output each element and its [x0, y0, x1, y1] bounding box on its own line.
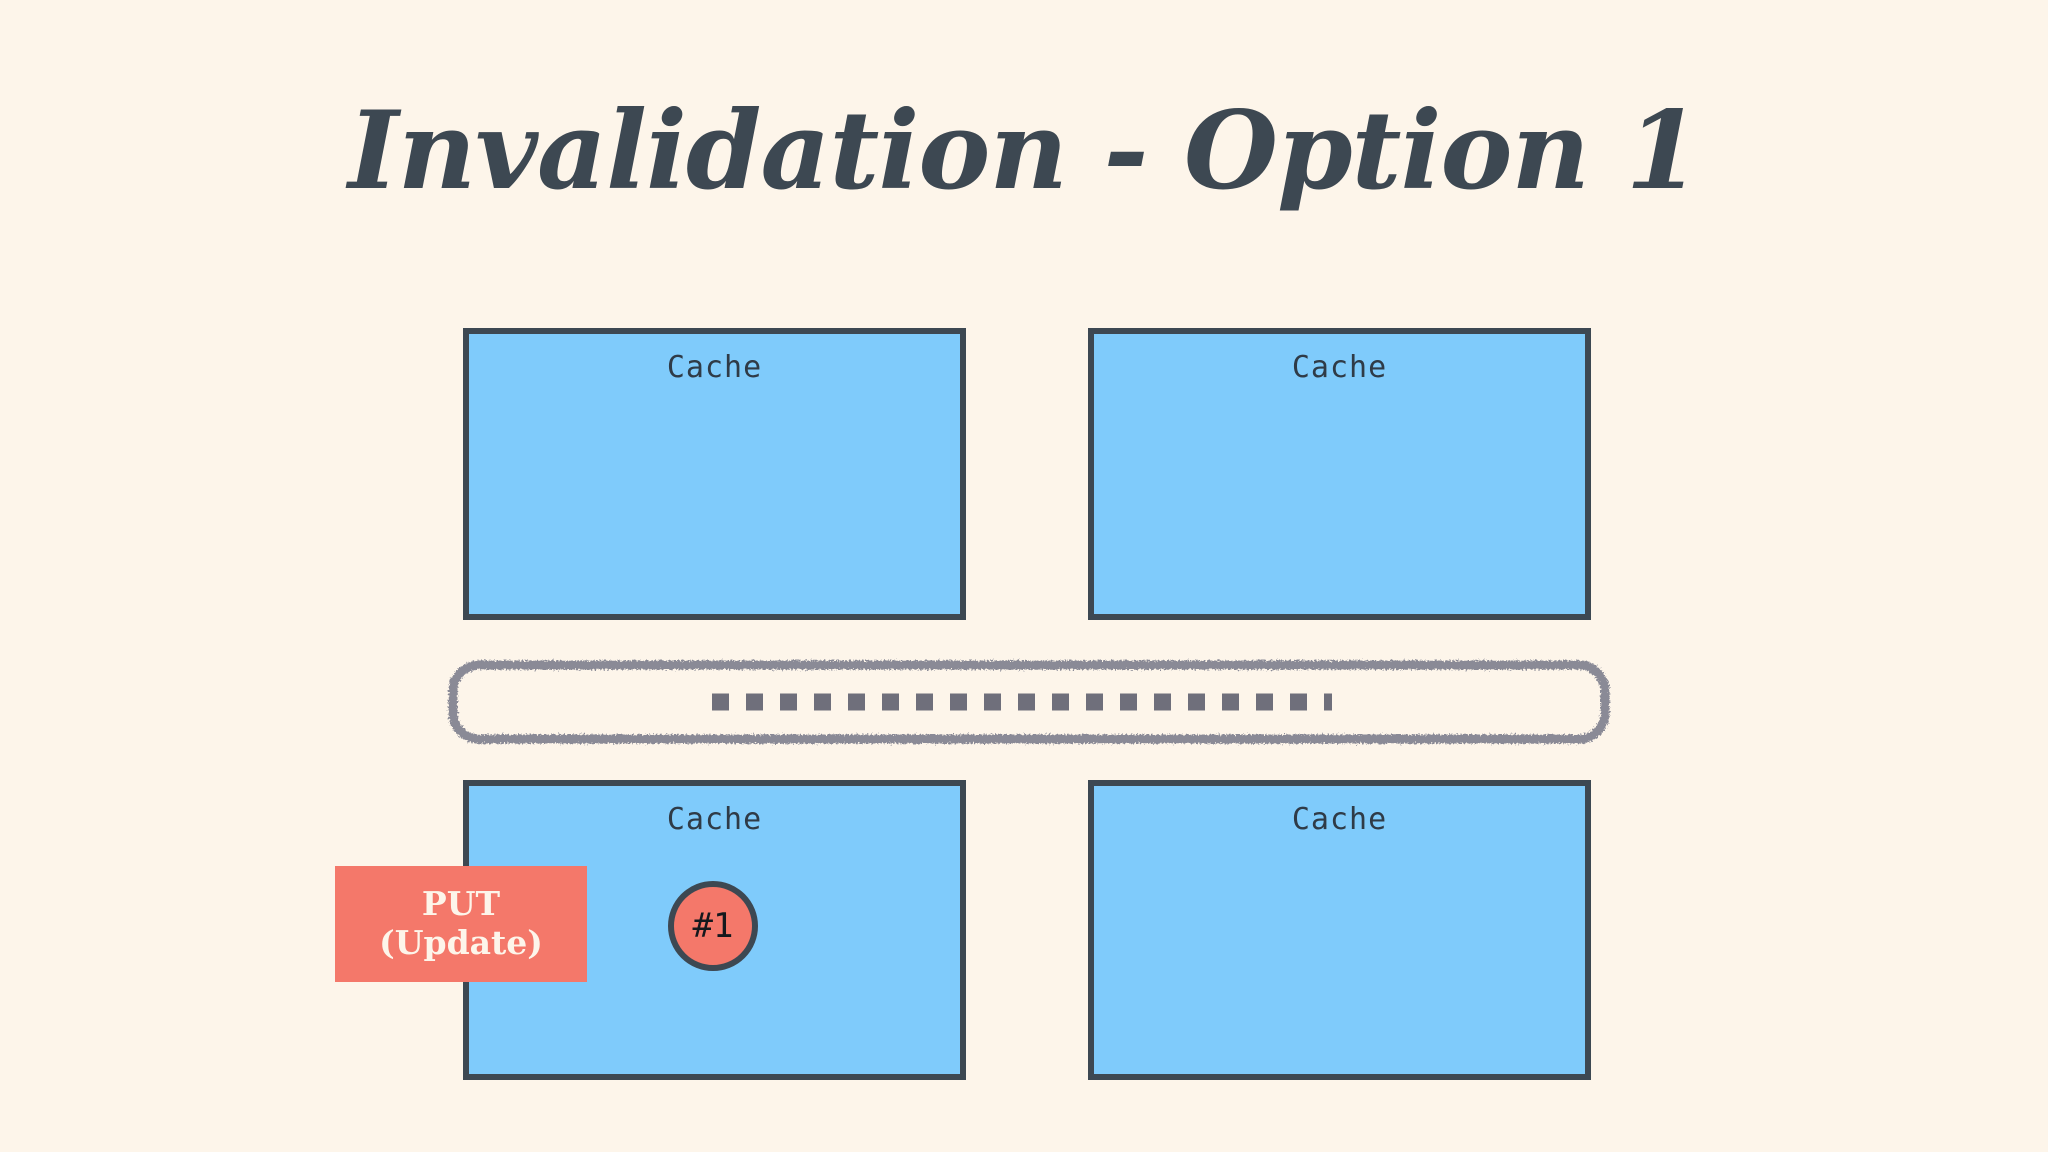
- page-title: Invalidation - Option 1: [348, 88, 1701, 214]
- connector-right: [1324, 615, 1346, 787]
- cache-label: Cache: [666, 350, 763, 385]
- cache-node-bottom-right[interactable]: Cache: [1088, 780, 1591, 1080]
- cache-node-top-right[interactable]: Cache: [1088, 328, 1591, 620]
- shared-bus-shape: [448, 660, 1610, 744]
- cache-node-top-left[interactable]: Cache: [463, 328, 966, 620]
- step-marker-label: #1: [692, 906, 734, 946]
- connector-right-line: [1331, 615, 1339, 787]
- put-callout-line2: (Update): [379, 923, 543, 962]
- connector-left-line: [708, 615, 716, 787]
- cache-label: Cache: [1291, 350, 1388, 385]
- cache-label: Cache: [666, 802, 763, 837]
- step-marker-1[interactable]: #1: [668, 881, 758, 971]
- bus-outline: [448, 660, 1610, 744]
- cache-label: Cache: [1291, 802, 1388, 837]
- put-callout-line1: PUT: [421, 884, 501, 924]
- put-update-callout[interactable]: PUT (Update): [335, 866, 587, 982]
- connector-left: [701, 615, 723, 787]
- shared-bus: [444, 656, 1614, 748]
